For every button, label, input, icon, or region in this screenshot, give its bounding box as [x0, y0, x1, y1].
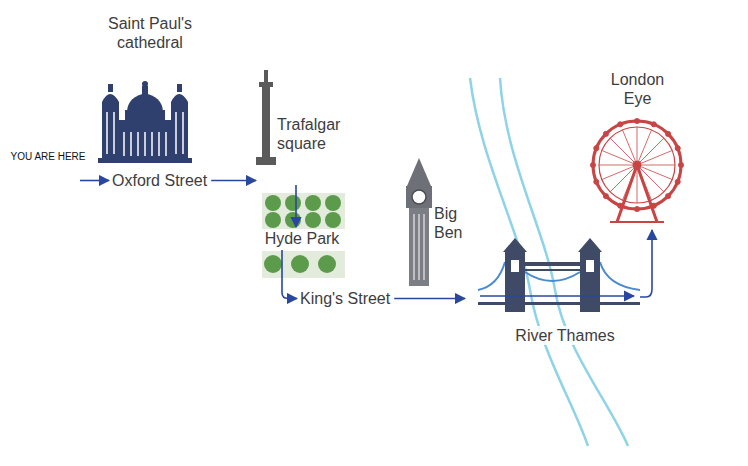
street-label: Oxford Street	[112, 171, 207, 190]
wheel-pod	[594, 146, 599, 151]
wheel-pod	[634, 206, 639, 211]
river-label: River Thames	[465, 235, 640, 345]
landmark-label: London Eye	[585, 70, 690, 228]
wheel-spoke	[623, 130, 638, 165]
wheel-pod	[651, 122, 656, 127]
tower-bridge-icon	[478, 238, 640, 312]
label-text: King's Street	[300, 289, 390, 308]
wheel-spoke	[602, 165, 637, 180]
cathedral-icon	[98, 81, 192, 163]
label-text: YOU ARE HERE	[10, 144, 85, 170]
route-arrow	[640, 230, 652, 297]
landmark-label: Big Ben	[434, 204, 474, 242]
landmark-label: Trafalgar square	[255, 115, 350, 185]
wheel-pod	[678, 162, 683, 167]
nelson-column	[256, 70, 276, 165]
park-label: Hyde Park	[262, 229, 342, 248]
street-label: King's Street	[300, 289, 390, 308]
wheel-pod	[590, 162, 595, 167]
london-eye-icon	[590, 118, 683, 222]
label-text: Oxford Street	[112, 171, 207, 190]
label-text: River Thames	[512, 326, 617, 345]
label-text: Hyde Park	[262, 229, 343, 248]
landmark-label: Saint Paul's cathedral	[90, 14, 210, 52]
cathedral-columns	[107, 112, 183, 156]
wheel-spoke	[637, 165, 675, 166]
label-text: London Eye	[605, 70, 671, 108]
wheel-pod	[618, 122, 623, 127]
route-arrow	[211, 180, 256, 182]
route-arrow	[80, 180, 109, 182]
wheel-pod	[603, 131, 608, 136]
label-text: Trafalgar square	[277, 115, 349, 153]
route-arrow	[394, 298, 465, 300]
wheel-pod	[666, 194, 671, 199]
wheel-pod	[618, 203, 623, 208]
wheel-pod	[651, 203, 656, 208]
wheel-pod	[594, 179, 599, 184]
wheel-spoke	[599, 165, 637, 166]
label-text: Saint Paul's cathedral	[95, 14, 205, 52]
wheel-spoke	[637, 138, 664, 165]
start-label: YOU ARE HERE	[20, 144, 76, 170]
wheel-spoke	[637, 127, 638, 165]
route-arrow	[295, 185, 297, 227]
wheel-pod	[675, 146, 680, 151]
route-arrow	[282, 250, 297, 299]
wheel-spoke	[610, 165, 637, 192]
wheel-pod	[666, 131, 671, 136]
wheel-spoke	[610, 138, 637, 165]
label-text: Big Ben	[434, 204, 468, 242]
route-arrow	[480, 295, 634, 297]
big-ben-icon	[406, 158, 432, 286]
wheel-pod	[675, 179, 680, 184]
wheel-spoke	[637, 165, 638, 203]
wheel-spoke	[637, 151, 672, 166]
wheel-pod	[603, 194, 608, 199]
park-trees	[262, 193, 345, 278]
wheel-spoke	[637, 165, 652, 200]
wheel-pod	[634, 118, 639, 123]
wheel-spoke	[637, 165, 664, 192]
river	[470, 78, 628, 446]
